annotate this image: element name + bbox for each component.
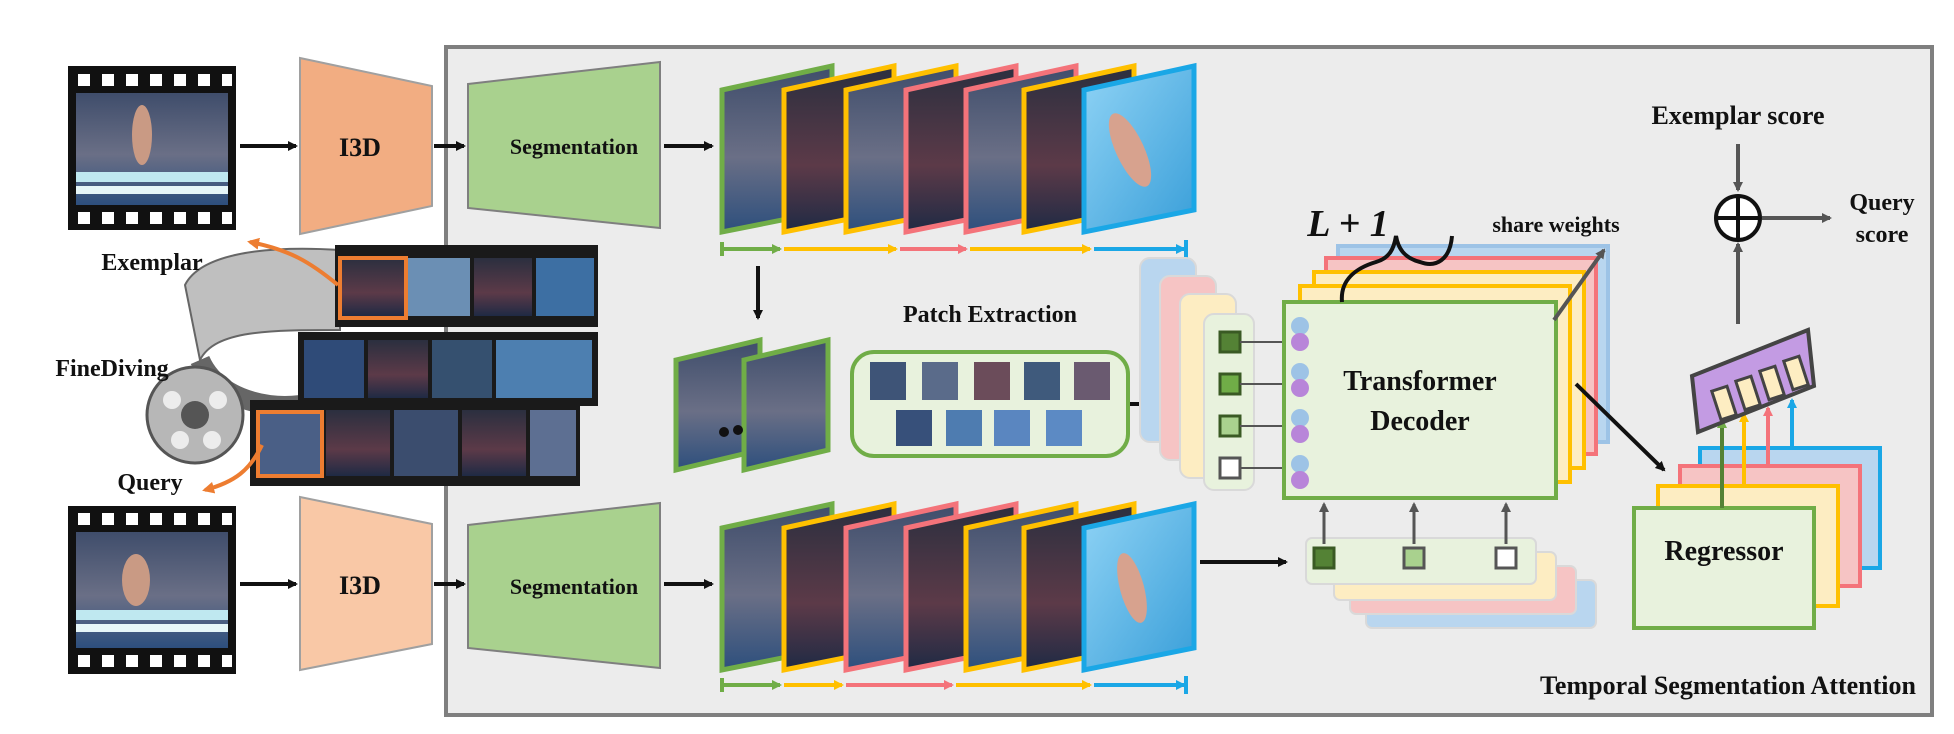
query-embedding-dot [1291,317,1309,335]
query-token [1218,330,1242,354]
memory-token [1312,546,1336,570]
patch-extraction-label: Patch Extraction [903,302,1077,328]
query-label: Query [117,470,182,496]
sum-node [1714,194,1762,242]
exemplar-stage-spans [720,240,1188,258]
patch [994,410,1030,446]
segmentation-bottom-block: Segmentation [467,501,661,670]
exemplar-score-label: Exemplar score [1651,101,1824,130]
score-slot [1709,384,1739,422]
query-stage-spans [720,676,1188,694]
layers-count-label: L + 1 [1306,203,1388,245]
segmentation-bottom-label: Segmentation [510,574,638,599]
score-slot [1757,364,1787,402]
i3d-top-block: I3D [299,56,433,236]
transformer-decoder-label-line1: Transformer [1343,366,1496,397]
i3d-bottom-block: I3D [299,495,433,672]
exemplar-callout-arrow [247,237,340,287]
memory-token-stack [1305,502,1597,629]
share-weights-arrow [1552,248,1606,322]
query-token [1218,456,1242,480]
patch [922,362,958,400]
patch [1024,362,1060,400]
extracted-frame-pair [673,336,831,474]
patch [870,362,906,400]
query-clip-thumbnail [68,506,236,674]
regressor-label: Regressor [1664,536,1783,567]
query-segment-frames [719,500,1197,674]
query-token [1218,372,1242,396]
i3d-bottom-label: I3D [339,571,381,600]
i3d-top-label: I3D [339,133,381,162]
exemplar-clip-thumbnail [68,66,236,230]
query-embedding-dot [1291,455,1309,473]
regressor [1632,506,1816,630]
layers-brace [1339,235,1454,303]
patch [1046,410,1082,446]
score-slot [1781,354,1811,392]
query-embedding-dot [1291,409,1309,427]
patch-extraction-box [850,350,1130,458]
query-embedding-dot [1291,363,1309,381]
patch [974,362,1010,400]
exemplar-segment-frames [719,62,1197,236]
transformer-decoder [1282,300,1558,500]
finediving-label: FineDiving [55,356,168,382]
score-slot [1733,374,1763,412]
patch [946,410,982,446]
segmentation-top-block: Segmentation [467,60,661,230]
score-aggregator [1689,327,1817,435]
transformer-decoder-label-line2: Decoder [1370,406,1470,437]
query-score-label-line2: score [1856,222,1909,248]
arrow-decoder-to-regressor [1574,382,1666,472]
patch [896,410,932,446]
memory-token [1494,546,1518,570]
regressor-stack: Regressor [1632,446,1882,630]
memory-token [1402,546,1426,570]
patch [1074,362,1110,400]
decoder-query-stack [1139,257,1282,491]
query-callout-arrow [202,444,264,494]
query-token [1218,414,1242,438]
exemplar-label: Exemplar [101,250,203,276]
segmentation-top-label: Segmentation [510,134,638,159]
finediving-film-roll [145,245,598,486]
transformer-decoder-stack: Transformer Decoder [1282,244,1610,500]
module-title: Temporal Segmentation Attention [1540,671,1917,700]
query-score-label-line1: Query [1849,190,1914,216]
share-weights-label: share weights [1492,212,1620,237]
